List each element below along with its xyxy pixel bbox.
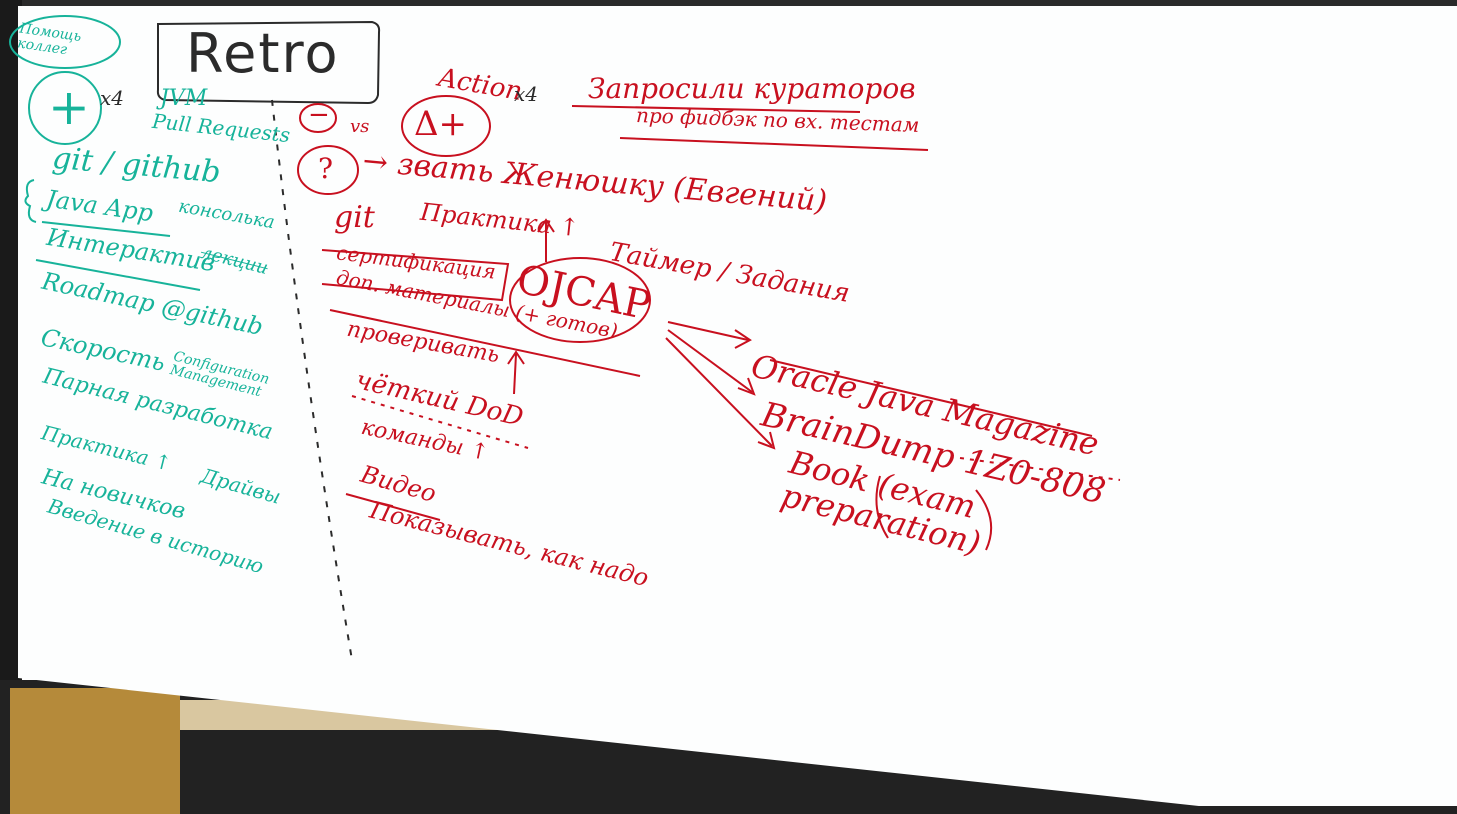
action-multiplier: x4 (514, 82, 539, 106)
wall-top (0, 0, 1457, 10)
plus-symbol: + (48, 78, 90, 136)
left-item-jvm: JVM (160, 86, 208, 111)
wooden-cabinet (10, 688, 180, 814)
plus-multiplier: x4 (100, 86, 125, 110)
vs-label: vs (350, 116, 370, 137)
page-title: Retro (186, 22, 340, 85)
minus-symbol: − (308, 100, 330, 130)
delta-label: Δ+ (414, 104, 468, 144)
request-line-1: Запросили кураторов (588, 72, 916, 105)
wall-left (0, 0, 22, 700)
question-symbol: ? (318, 152, 334, 185)
git-label: git (334, 200, 375, 235)
